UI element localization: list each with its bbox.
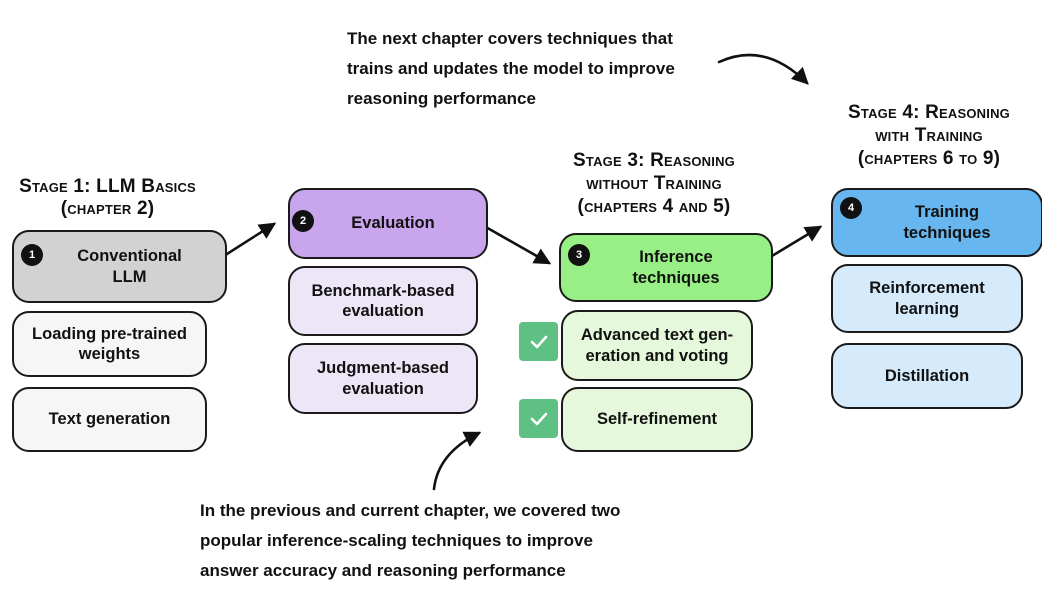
annotation-bottom: In the previous and current chapter, we …	[200, 496, 620, 586]
stage4-number: 4	[847, 202, 855, 214]
stage3-number: 3	[575, 249, 583, 261]
stage3-number-badge: 3	[568, 244, 590, 266]
annotation-top-line: The next chapter covers techniques that	[347, 29, 673, 48]
stage4-title-line2: with Training	[875, 125, 983, 146]
arrow-top-annotation	[717, 53, 809, 85]
stage1-item-label: Loading pre-trained weights	[32, 324, 187, 363]
annotation-bottom-line: answer accuracy and reasoning performanc…	[200, 561, 566, 580]
stage1-item-box: Loading pre-trained weights	[12, 311, 207, 377]
stage3-item-label: Self-refinement	[596, 410, 718, 429]
stage2-header-label: Evaluation	[351, 214, 435, 233]
stage2-item-box: Benchmark-based evaluation	[288, 266, 478, 336]
stage2-item-label: Benchmark-based evaluation	[311, 281, 455, 320]
stage4-item-label: Distillation	[884, 366, 970, 385]
stage3-title: Stage 3: Reasoning without Training (cha…	[543, 149, 765, 218]
stage2-number-badge: 2	[292, 210, 314, 232]
annotation-top-line: reasoning performance	[347, 89, 536, 108]
annotation-bottom-line: popular inference-scaling techniques to …	[200, 531, 593, 550]
stage3-title-line1: Stage 3: Reasoning	[573, 150, 735, 171]
arrow-bottom-annotation	[432, 431, 482, 491]
stage1-title-line1: Stage 1: LLM Basics	[19, 176, 196, 197]
stage3-header-label: Inference techniques	[632, 248, 720, 287]
stage1-number-badge: 1	[21, 244, 43, 266]
checkmark-icon	[519, 322, 558, 361]
stage2-item-label: Judgment-based evaluation	[316, 359, 450, 398]
stage4-title: Stage 4: Reasoning with Training (chapte…	[818, 101, 1040, 170]
annotation-top-line: trains and updates the model to improve	[347, 59, 675, 78]
stage4-title-line3: (chapters 6 to 9)	[857, 148, 1001, 169]
stage4-item-box: Reinforcement learning	[831, 264, 1023, 333]
annotation-bottom-line: In the previous and current chapter, we …	[200, 501, 621, 520]
stage4-header-label: Training techniques	[903, 203, 991, 242]
stage1-title-line2: (chapter 2)	[60, 198, 155, 219]
stage4-title-line1: Stage 4: Reasoning	[848, 102, 1010, 123]
stage1-number: 1	[28, 249, 36, 261]
annotation-top: The next chapter covers techniques that …	[347, 24, 675, 114]
stage3-header-box: Inference techniques	[559, 233, 773, 302]
stage2-header-box: Evaluation	[288, 188, 488, 259]
stage1-header-box: Conventional LLM	[12, 230, 227, 303]
stage2-item-box: Judgment-based evaluation	[288, 343, 478, 414]
stage4-header-box: Training techniques	[831, 188, 1042, 257]
stage3-title-line2: without Training	[586, 173, 722, 194]
checkmark-icon	[519, 399, 558, 438]
stage4-number-badge: 4	[840, 197, 862, 219]
stage1-title: Stage 1: LLM Basics (chapter 2)	[0, 176, 215, 220]
stage3-title-line3: (chapters 4 and 5)	[577, 196, 731, 217]
stage1-header-label: Conventional LLM	[77, 247, 182, 286]
stage4-item-box: Distillation	[831, 343, 1023, 409]
stage3-item-box: Self-refinement	[561, 387, 753, 452]
stage1-item-box: Text generation	[12, 387, 207, 452]
stage3-item-box: Advanced text gen- eration and voting	[561, 310, 753, 381]
stage2-number: 2	[299, 215, 307, 227]
stage4-item-label: Reinforcement learning	[869, 279, 985, 318]
stage1-item-label: Text generation	[48, 410, 171, 429]
stage3-item-label: Advanced text gen- eration and voting	[580, 326, 734, 365]
